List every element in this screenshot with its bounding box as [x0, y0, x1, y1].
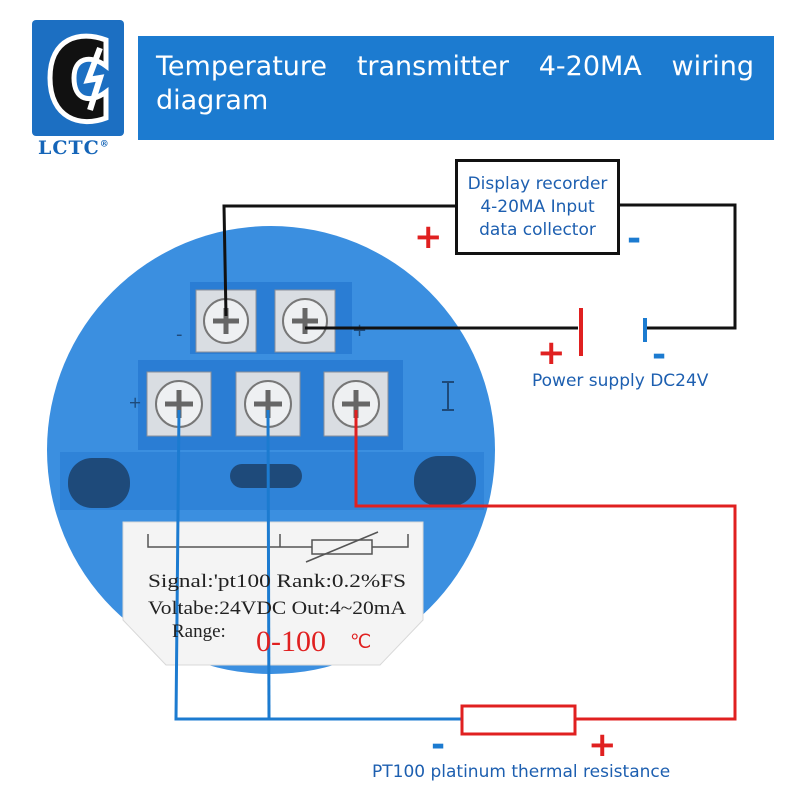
- brand-name: LCTC®: [38, 137, 110, 159]
- display-box-line-3: data collector: [479, 220, 596, 240]
- title-line-1: Temperature transmitter 4-20MA wiring: [156, 51, 754, 82]
- device-label-line1: Signal:'pt100 Rank:0.2%FS: [148, 571, 406, 592]
- power-minus-sign: -: [652, 335, 667, 375]
- device-range-label: Range:: [172, 621, 226, 642]
- pt100-resistor: [460, 704, 577, 736]
- display-minus-sign: -: [627, 219, 642, 259]
- title-bar: Temperature transmitter 4-20MA wiring di…: [138, 36, 774, 140]
- svg-text:+: +: [352, 320, 367, 341]
- device-label-line2: Voltabe:24VDC Out:4~20mA: [148, 598, 406, 619]
- display-box-line-2: 4-20MA Input: [480, 197, 595, 217]
- wire-display-minus: [619, 203, 737, 330]
- pt100-minus-sign: -: [431, 725, 446, 765]
- terminal-top-plus: [274, 289, 336, 353]
- device-range-value: 0-100: [256, 625, 326, 658]
- title-line-2: diagram: [156, 85, 269, 116]
- display-recorder-box: Display recorder 4-20MA Input data colle…: [455, 159, 620, 255]
- power-supply-label: Power supply DC24V: [532, 371, 709, 391]
- display-box-line-1: Display recorder: [467, 174, 608, 194]
- display-plus-sign: +: [414, 217, 443, 257]
- wire-pt100-minus-a: [174, 409, 462, 721]
- svg-text:-: -: [176, 324, 183, 345]
- lctc-logo: [32, 20, 124, 136]
- wire-display-plus: [222, 204, 456, 317]
- wire-pt100-plus: [354, 410, 737, 721]
- wire-pt100-minus-b: [266, 409, 271, 720]
- power-plus-sign: +: [537, 333, 566, 373]
- pt100-plus-sign: +: [588, 725, 617, 765]
- device-range-unit: ℃: [350, 632, 371, 653]
- pt100-label: PT100 platinum thermal resistance: [372, 762, 671, 782]
- svg-text:+: +: [126, 396, 145, 409]
- terminal-bottom-1: [146, 371, 212, 437]
